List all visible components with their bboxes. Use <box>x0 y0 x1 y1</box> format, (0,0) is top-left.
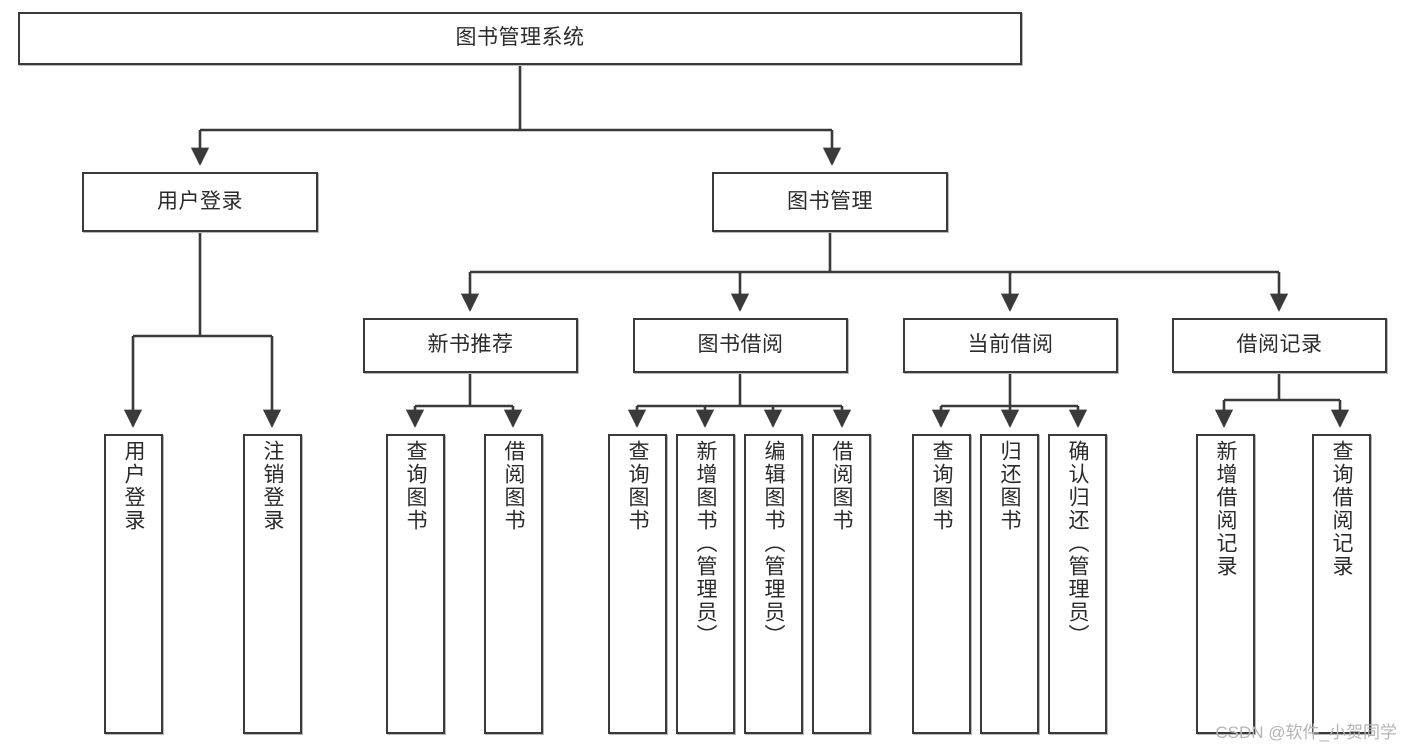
node-new-book-recommend[interactable]: 新书推荐 <box>363 318 578 373</box>
csdn-watermark: CSDN @软件_小贺同学 <box>1215 723 1397 742</box>
leaf-borrow-query-book-label: 查询图书 <box>626 440 649 532</box>
leaf-new-book-query[interactable]: 查询图书 <box>386 434 445 734</box>
leaf-current-return-book-label: 归还图书 <box>998 440 1021 532</box>
node-root-label: 图书管理系统 <box>455 26 585 50</box>
leaf-record-add-label: 新增借阅记录 <box>1214 440 1237 578</box>
leaf-record-query[interactable]: 查询借阅记录 <box>1312 434 1371 734</box>
node-book-borrow[interactable]: 图书借阅 <box>633 318 848 373</box>
node-current-borrow-label: 当前借阅 <box>967 333 1054 357</box>
node-borrow-record[interactable]: 借阅记录 <box>1172 318 1387 373</box>
leaf-current-confirm-return[interactable]: 确认归还（管理员） <box>1048 434 1107 734</box>
leaf-current-confirm-return-label: 确认归还（管理员） <box>1066 440 1089 647</box>
leaf-borrow-edit-book-label: 编辑图书（管理员） <box>762 440 785 647</box>
leaf-record-add[interactable]: 新增借阅记录 <box>1196 434 1255 734</box>
node-user-login[interactable]: 用户登录 <box>82 172 318 232</box>
leaf-new-book-borrow[interactable]: 借阅图书 <box>484 434 543 734</box>
leaf-user-login-signout-label: 注销登录 <box>261 440 284 532</box>
leaf-user-login-signout[interactable]: 注销登录 <box>243 434 302 734</box>
node-new-book-recommend-label: 新书推荐 <box>427 333 514 357</box>
node-book-management[interactable]: 图书管理 <box>712 172 948 232</box>
leaf-current-query-book-label: 查询图书 <box>930 440 953 532</box>
node-book-management-label: 图书管理 <box>787 189 873 213</box>
leaf-borrow-add-book[interactable]: 新增图书（管理员） <box>676 434 735 734</box>
leaf-current-query-book[interactable]: 查询图书 <box>912 434 971 734</box>
leaf-borrow-add-book-label: 新增图书（管理员） <box>694 440 717 647</box>
leaf-borrow-borrow-book[interactable]: 借阅图书 <box>812 434 871 734</box>
leaf-borrow-edit-book[interactable]: 编辑图书（管理员） <box>744 434 803 734</box>
node-borrow-record-label: 借阅记录 <box>1236 333 1323 357</box>
leaf-borrow-query-book[interactable]: 查询图书 <box>608 434 667 734</box>
node-current-borrow[interactable]: 当前借阅 <box>903 318 1118 373</box>
leaf-current-return-book[interactable]: 归还图书 <box>980 434 1039 734</box>
leaf-record-query-label: 查询借阅记录 <box>1330 440 1353 578</box>
leaf-borrow-borrow-book-label: 借阅图书 <box>830 440 853 532</box>
node-root[interactable]: 图书管理系统 <box>18 12 1022 65</box>
leaf-user-login-signin-label: 用户登录 <box>122 440 145 532</box>
leaf-new-book-borrow-label: 借阅图书 <box>502 440 525 532</box>
node-book-borrow-label: 图书借阅 <box>697 333 784 357</box>
leaf-new-book-query-label: 查询图书 <box>404 440 427 532</box>
leaf-user-login-signin[interactable]: 用户登录 <box>104 434 163 734</box>
node-user-login-label: 用户登录 <box>157 189 243 213</box>
